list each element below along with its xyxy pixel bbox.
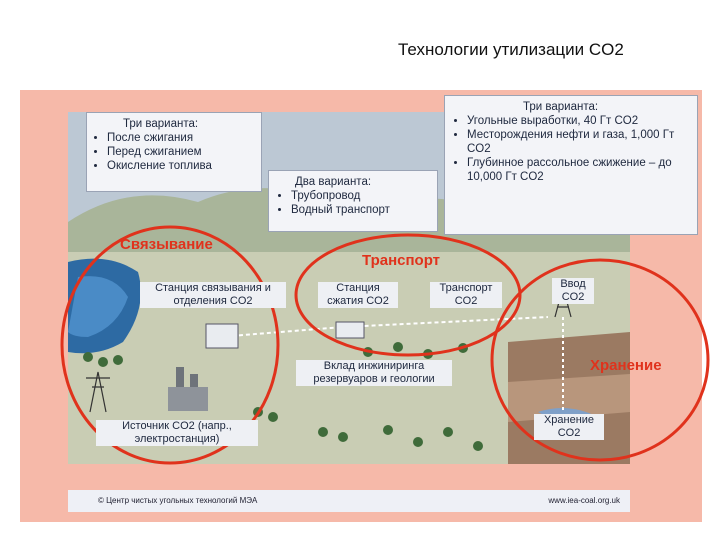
compression-station-building bbox=[335, 321, 365, 339]
slide-title: Технологии утилизации CO2 bbox=[398, 40, 624, 59]
source-label: Источник CO2 (напр., электростанция) bbox=[96, 420, 258, 446]
storage-co2-label: Хранение CO2 bbox=[534, 414, 604, 440]
engineering-label: Вклад инжиниринга резервуаров и геологии bbox=[296, 360, 452, 386]
source-footer: © Центр чистых угольных технологий МЭА w… bbox=[68, 490, 630, 512]
capture-circle bbox=[60, 225, 280, 465]
storage-options-heading: Три варианта: bbox=[523, 101, 599, 113]
storage-circle bbox=[490, 258, 710, 462]
transport-options-box: Два варианта: Трубопровод Водный транспо… bbox=[268, 170, 438, 232]
capture-option: После сжигания bbox=[107, 131, 255, 145]
storage-option: Глубинное рассольное сжижение – до 10,00… bbox=[467, 156, 689, 184]
source-url: www.iea-coal.org.uk bbox=[548, 496, 620, 505]
transport-stage-label: Транспорт bbox=[362, 252, 441, 269]
pipeline bbox=[217, 316, 549, 338]
injection-label: Ввод CO2 bbox=[552, 278, 594, 304]
sea-shallow bbox=[68, 276, 128, 337]
capture-option: Окисление топлива bbox=[107, 159, 255, 173]
capture-station-label: Станция связывания и отделения CO2 bbox=[140, 282, 286, 308]
power-pylon bbox=[86, 371, 110, 413]
capture-options-box: Три варианта: После сжигания Перед сжига… bbox=[86, 112, 262, 192]
copyright-text: © Центр чистых угольных технологий МЭА bbox=[98, 496, 258, 505]
power-station bbox=[168, 387, 208, 411]
rock-layer bbox=[508, 374, 630, 422]
transport-option: Трубопровод bbox=[291, 189, 429, 203]
storage-option: Месторождения нефти и газа, 1,000 Гт CO2 bbox=[467, 128, 689, 156]
transport-co2-label: Транспорт CO2 bbox=[430, 282, 502, 308]
capture-stage-label: Связывание bbox=[120, 236, 213, 253]
storage-option: Угольные выработки, 40 Гт CO2 bbox=[467, 114, 689, 128]
storage-stage-label: Хранение bbox=[590, 357, 662, 374]
storage-options-box: Три варианта: Угольные выработки, 40 Гт … bbox=[444, 95, 698, 235]
transport-option: Водный транспорт bbox=[291, 203, 429, 217]
capture-station-building bbox=[205, 323, 239, 349]
chimney bbox=[190, 374, 198, 387]
transport-circle bbox=[294, 233, 522, 357]
capture-option: Перед сжиганием bbox=[107, 145, 255, 159]
compression-station-label: Станция сжатия CO2 bbox=[318, 282, 398, 308]
capture-options-heading: Три варианта: bbox=[123, 118, 199, 130]
chimney bbox=[176, 367, 184, 387]
transport-options-heading: Два варианта: bbox=[295, 176, 372, 188]
